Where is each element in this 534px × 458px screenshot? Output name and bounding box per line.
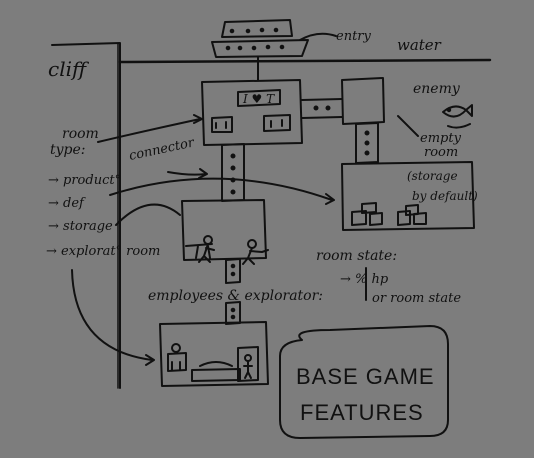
room-type-arrow-2: [109, 177, 335, 205]
room-state-title: room state:: [316, 248, 397, 264]
upper-right-room: [341, 77, 385, 164]
connector-arrow: [167, 168, 208, 179]
storage-room: [341, 161, 475, 231]
room-state: room state: → % hp or room state: [316, 248, 461, 306]
storage-note-1: (storage: [407, 169, 458, 183]
empty-room-arrow: [397, 115, 419, 137]
room-type-arrow-3: [115, 203, 181, 226]
room-state-alt: or room state: [372, 291, 461, 306]
title-line-2: FEATURES: [300, 400, 424, 425]
room-type-label-1: room: [62, 126, 99, 142]
enemy-label: enemy: [413, 81, 461, 97]
title-box: BASE GAME FEATURES: [279, 325, 449, 439]
room-type-production: → product°: [48, 173, 121, 188]
empty-room-label-2: room: [424, 145, 458, 160]
entry-boat: entry: [211, 19, 372, 81]
room-type-arrow-1: [97, 114, 203, 143]
room-type-storage: → storage: [48, 219, 113, 234]
enemy: enemy: [413, 81, 473, 129]
room-type-label-2: type:: [50, 142, 86, 158]
entry-label: entry: [336, 29, 372, 44]
room-type-exploration: → explorat° room: [46, 244, 160, 259]
vertical-connector: [221, 143, 245, 202]
exploration-room-arrow: [71, 269, 155, 366]
water-line: [118, 58, 492, 64]
main-room-sign: I ♥ T: [242, 92, 275, 106]
water-label: water: [397, 36, 442, 54]
main-room: I ♥ T: [201, 79, 303, 146]
side-connector: [301, 98, 343, 119]
title-line-1: BASE GAME: [296, 364, 435, 389]
cliff-label: cliff: [48, 57, 90, 81]
defense-room: [181, 199, 269, 265]
connector-label: connector: [128, 135, 197, 164]
room-state-hp: → % hp: [340, 272, 389, 287]
employees-label: employees & explorator:: [148, 288, 323, 304]
storage-note-2: by default): [412, 189, 478, 203]
empty-room-label-1: empty: [420, 131, 462, 146]
cliff: cliff: [48, 42, 121, 389]
employee-room: [159, 321, 269, 387]
room-type-defense: → def: [48, 196, 86, 211]
